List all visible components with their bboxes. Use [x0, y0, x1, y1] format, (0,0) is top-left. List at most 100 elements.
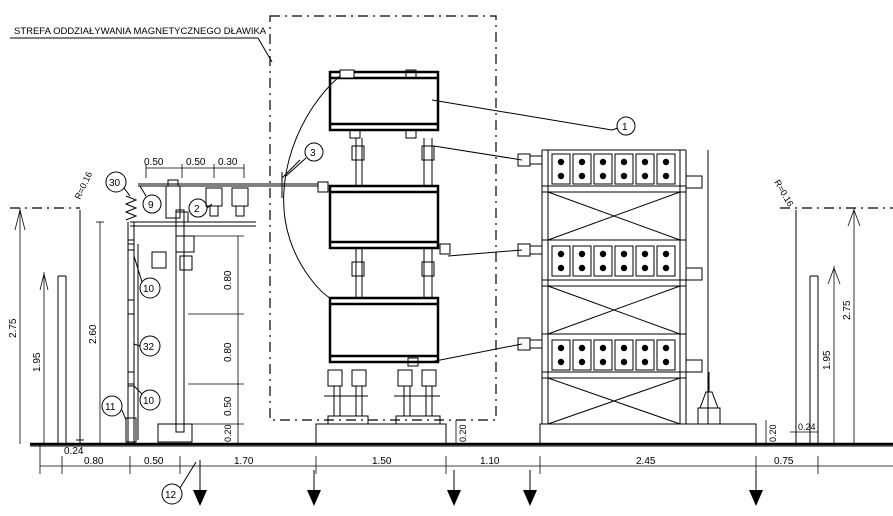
dim-bottom-1-50: 1.50 — [372, 456, 392, 467]
capacitor-terminal — [578, 264, 586, 272]
capacitor-terminal — [599, 264, 607, 272]
dim-base-0-20-a: 0.20 — [458, 424, 468, 442]
left-dimensions — [14, 208, 104, 444]
capacitor-cell — [635, 153, 655, 185]
capacitor-terminal — [578, 358, 586, 366]
callout-12: 12 — [165, 490, 177, 501]
capacitor-terminal — [641, 172, 649, 180]
capacitor-cell — [572, 245, 592, 277]
capacitor-terminal — [599, 358, 607, 366]
dim-left-1-95: 1.95 — [32, 352, 43, 372]
dim-top-0-50-b: 0.50 — [186, 157, 206, 168]
capacitor-terminal — [578, 250, 586, 258]
callout-3: 3 — [310, 148, 316, 159]
capacitor-terminal — [620, 358, 628, 366]
callout-32: 32 — [143, 342, 155, 353]
capacitor-terminal — [662, 250, 670, 258]
callout-10-b: 10 — [143, 396, 155, 407]
capacitor-terminal — [578, 158, 586, 166]
capacitor-terminal — [620, 172, 628, 180]
capacitor-terminal — [620, 158, 628, 166]
capacitor-cell — [635, 339, 655, 371]
capacitor-terminal — [641, 358, 649, 366]
capacitor-cell — [551, 245, 571, 277]
dim-left-2-75: 2.75 — [8, 318, 19, 338]
capacitor-terminal — [578, 344, 586, 352]
capacitor-cell — [614, 339, 634, 371]
capacitor-cell — [656, 153, 676, 185]
dim-bottom-2-45: 2.45 — [636, 456, 656, 467]
dim-pole-0-80-b: 0.80 — [223, 342, 234, 362]
title-label: STREFA ODDZIAŁYWANIA MAGNETYCZNEGO DŁAWI… — [14, 26, 267, 37]
capacitor-cell — [614, 245, 634, 277]
capacitor-terminal — [599, 172, 607, 180]
capacitor-terminal — [557, 264, 565, 272]
dim-pole-0-80-a: 0.80 — [223, 270, 234, 290]
capacitor-terminal — [557, 344, 565, 352]
dim-top-0-30: 0.30 — [218, 157, 238, 168]
capacitor-terminal — [620, 344, 628, 352]
capacitor-cell — [656, 339, 676, 371]
capacitor-cell — [572, 339, 592, 371]
capacitor-terminal — [620, 250, 628, 258]
capacitor-terminal — [620, 264, 628, 272]
pole-dimensions — [145, 164, 245, 444]
dim-top-0-50-a: 0.50 — [144, 157, 164, 168]
capacitor-terminal — [662, 158, 670, 166]
capacitor-terminal — [662, 172, 670, 180]
capacitor-terminal — [641, 264, 649, 272]
dim-bottom-0-75: 0.75 — [774, 456, 794, 467]
callout-11: 11 — [105, 402, 116, 413]
capacitor-terminal — [662, 344, 670, 352]
capacitor-cell — [572, 153, 592, 185]
dim-pole-0-20: 0.20 — [223, 424, 233, 442]
capacitor-cells — [551, 153, 676, 371]
capacitor-terminal — [641, 158, 649, 166]
connection-lines — [281, 99, 619, 363]
dim-right-2-75: 2.75 — [842, 300, 853, 320]
dim-right-0-24: 0.24 — [798, 422, 816, 432]
callout-1: 1 — [622, 122, 628, 133]
capacitor-terminal — [599, 158, 607, 166]
dim-pole-0-50: 0.50 — [223, 396, 234, 416]
dim-right-1-95: 1.95 — [822, 350, 833, 370]
dim-base-0-20-b: 0.20 — [768, 424, 778, 442]
capacitor-cell — [551, 153, 571, 185]
down-arrows — [193, 460, 763, 506]
capacitor-terminal — [557, 250, 565, 258]
dim-bottom-0-24: 0.24 — [64, 446, 84, 457]
dim-bottom-1-10: 1.10 — [480, 456, 500, 467]
radius-label-right: R=0.16 — [772, 178, 795, 208]
magnetic-zone-boundary — [269, 15, 497, 421]
capacitor-terminal — [662, 358, 670, 366]
dim-left-2-60: 2.60 — [88, 324, 99, 344]
capacitor-cell — [593, 339, 613, 371]
dim-bottom-0-80: 0.80 — [84, 456, 104, 467]
right-fence — [780, 207, 893, 444]
title-group: STREFA ODDZIAŁYWANIA MAGNETYCZNEGO DŁAWI… — [10, 26, 273, 63]
bottom-dimension-chain — [39, 444, 893, 474]
reactor-stack — [244, 69, 451, 445]
capacitor-cell — [593, 245, 613, 277]
dim-bottom-1-70: 1.70 — [234, 456, 254, 467]
capacitor-terminal — [641, 344, 649, 352]
capacitor-terminal — [578, 172, 586, 180]
capacitor-cell — [551, 339, 571, 371]
radius-label-left: R=0.16 — [73, 170, 94, 201]
dim-bottom-0-50: 0.50 — [144, 456, 164, 467]
capacitor-cell — [593, 153, 613, 185]
callout-10-a: 10 — [143, 284, 155, 295]
capacitor-terminal — [557, 158, 565, 166]
capacitor-terminal — [599, 250, 607, 258]
capacitor-cell — [614, 153, 634, 185]
capacitor-terminal — [557, 172, 565, 180]
pole-structure — [124, 179, 318, 444]
callout-2: 2 — [194, 204, 200, 215]
callout-9: 9 — [148, 200, 154, 211]
left-fence — [10, 207, 84, 444]
capacitor-terminal — [662, 264, 670, 272]
callouts: 1 2 3 9 10 10 11 12 30 32 — [101, 116, 636, 505]
capacitor-terminal — [599, 344, 607, 352]
capacitor-cell — [656, 245, 676, 277]
